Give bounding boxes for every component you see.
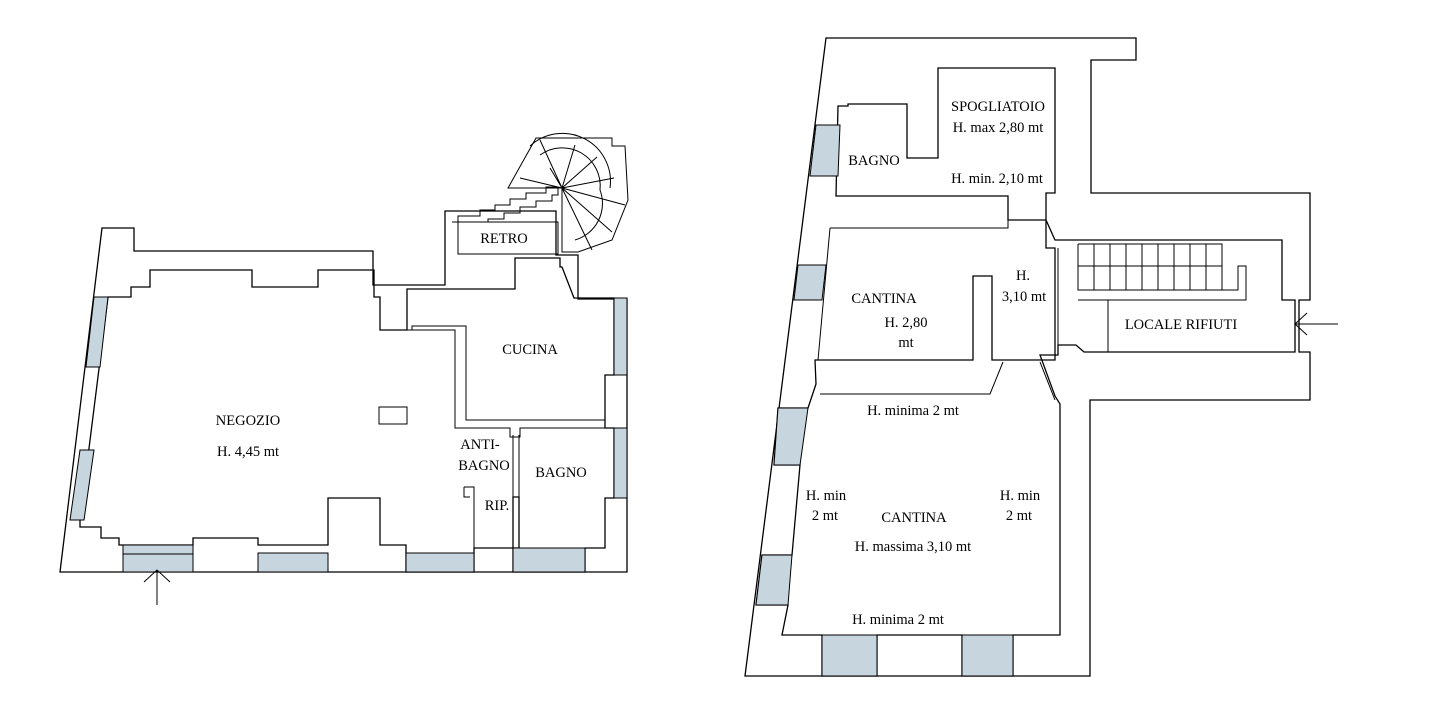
room-height-cantina-small-2: mt (898, 335, 913, 351)
cantina-big-height-right-2: 2 mt (1006, 508, 1032, 524)
room-label-bagno-basement: BAGNO (848, 153, 900, 169)
straight-stairs (452, 186, 559, 223)
room-label-ripostiglio: RIP. (485, 498, 510, 514)
room-height-spogliatoio-max: H. max 2,80 mt (953, 120, 1044, 136)
corridor-height-2: 3,10 mt (1002, 289, 1046, 305)
room-label-antibagno-2: BAGNO (458, 458, 510, 474)
window-left-2 (69, 449, 95, 521)
window-right-1 (613, 297, 628, 376)
room-label-retro: RETRO (480, 231, 528, 247)
room-label-cantina-small: CANTINA (851, 291, 917, 307)
window-left-1 (85, 296, 109, 368)
basement-window-4 (755, 554, 793, 606)
entrance-arrow-ground (143, 569, 171, 605)
room-label-bagno: BAGNO (535, 465, 587, 481)
basement-window-3 (773, 407, 809, 466)
room-label-cucina: CUCINA (502, 342, 558, 358)
pillar (378, 406, 408, 425)
room-height-cantina-small-1: H. 2,80 (884, 315, 927, 331)
cantina-small-wall (817, 220, 1056, 401)
basement-stairs (1077, 243, 1247, 301)
room-label-antibagno-1: ANTI- (460, 437, 500, 453)
window-bottom-1 (122, 544, 194, 573)
bagno-wall (463, 435, 520, 548)
cantina-big-height-right-1: H. min (1000, 488, 1041, 504)
room-height-negozio: H. 4,45 mt (217, 444, 279, 460)
basement-window-1 (809, 124, 841, 177)
entrance-arrow-basement (1294, 312, 1338, 336)
cantina-big-height-bottom: H. minima 2 mt (852, 612, 944, 628)
window-bottom-4 (512, 547, 586, 573)
basement-plan: SPOGLIATOIO H. max 2,80 mt H. min. 2,10 … (744, 37, 1338, 677)
basement-outer-wall (744, 37, 1311, 677)
ground-floor-plan: NEGOZIO H. 4,45 mt RETRO CUCINA ANTI- BA… (59, 132, 629, 605)
basement-window-5 (821, 634, 878, 677)
basement-window-6 (961, 634, 1014, 677)
corridor-height-1: H. (1016, 268, 1030, 284)
window-right-2 (613, 427, 628, 499)
ground-floor-inner-wall (79, 257, 615, 573)
ground-floor-outer-wall (59, 210, 628, 573)
spiral-stairs (507, 132, 629, 253)
cantina-big-height-max: H. massima 3,10 mt (855, 539, 971, 555)
room-label-negozio: NEGOZIO (216, 413, 280, 429)
cantina-big-height-top: H. minima 2 mt (867, 403, 959, 419)
room-height-spogliatoio-min: H. min. 2,10 mt (951, 171, 1043, 187)
room-label-spogliatoio: SPOGLIATOIO (951, 99, 1045, 115)
cantina-big-height-left-1: H. min (806, 488, 847, 504)
cantina-big-height-left-2: 2 mt (812, 508, 838, 524)
room-label-cantina-big: CANTINA (881, 510, 947, 526)
room-label-locale-rifiuti: LOCALE RIFIUTI (1125, 317, 1238, 333)
cucina-wall (407, 325, 605, 438)
window-bottom-3 (405, 552, 475, 573)
window-bottom-2 (257, 552, 329, 573)
basement-window-2 (793, 264, 827, 301)
